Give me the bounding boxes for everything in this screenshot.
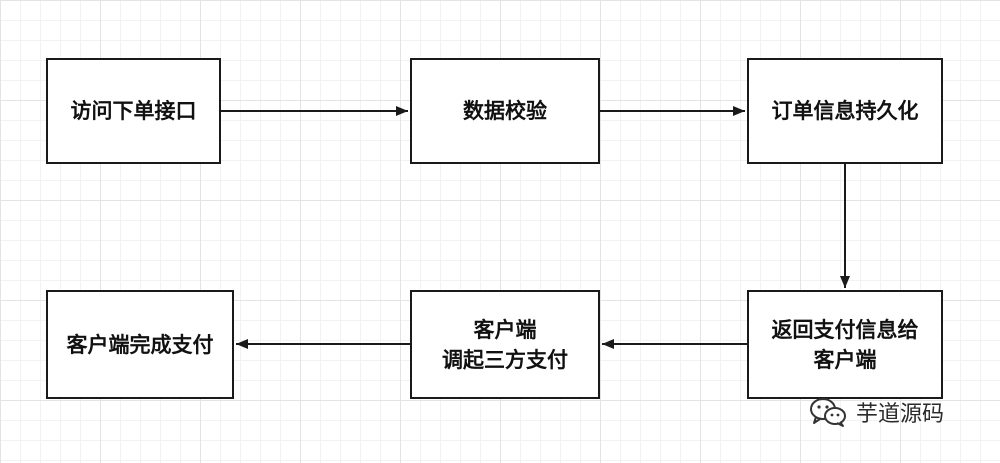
node-label: 访问下单接口 xyxy=(70,99,197,123)
node-client-complete-payment: 客户端完成支付 xyxy=(46,290,234,399)
node-client-invoke-third-party-pay: 客户端 调起三方支付 xyxy=(410,290,600,399)
watermark: 芋道源码 xyxy=(808,396,944,428)
node-return-payment-info: 返回支付信息给 客户端 xyxy=(747,290,943,399)
node-label: 数据校验 xyxy=(463,99,547,123)
watermark-text: 芋道源码 xyxy=(856,402,945,427)
node-order-persistence: 订单信息持久化 xyxy=(747,58,943,164)
node-label-line-1: 返回支付信息给 xyxy=(771,317,919,342)
wechat-icon xyxy=(810,398,846,427)
node-label: 订单信息持久化 xyxy=(771,99,919,123)
node-label: 客户端完成支付 xyxy=(66,332,214,357)
node-label-line-2: 客户端 xyxy=(813,347,877,372)
node-visit-order-api: 访问下单接口 xyxy=(46,58,221,164)
node-label-line-2: 调起三方支付 xyxy=(442,347,568,372)
node-label-line-1: 客户端 xyxy=(473,317,537,342)
node-data-validation: 数据校验 xyxy=(410,58,600,164)
